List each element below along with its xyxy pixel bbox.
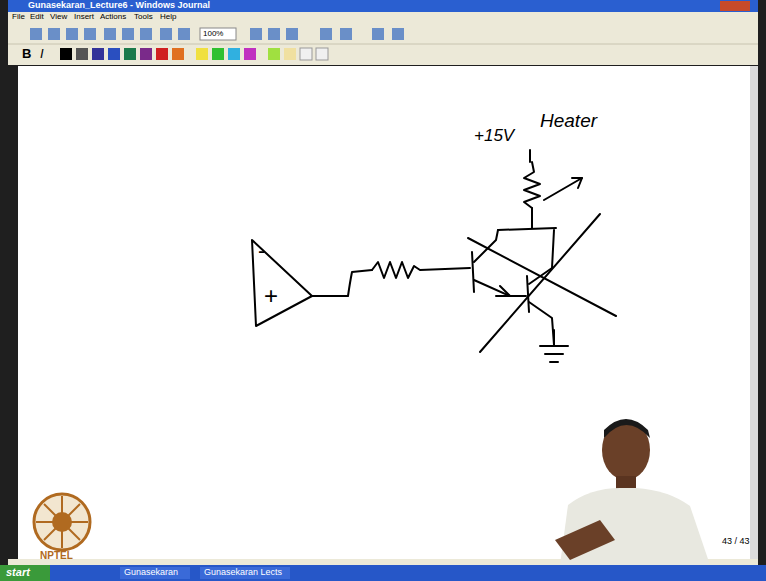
italic-button: I: [40, 46, 44, 62]
menu-item: View: [50, 12, 67, 22]
window-title: Gunasekaran_Lecture6 - Windows Journal: [28, 0, 210, 11]
opamp-outline: [248, 236, 314, 330]
opamp-pin-sign: +: [264, 284, 278, 308]
taskbar-item: Gunasekaran: [124, 567, 178, 578]
heater-label: Heater: [540, 110, 597, 133]
menu-item: Tools: [134, 12, 153, 22]
zoom-value: 100%: [203, 29, 223, 39]
start-button: start: [6, 566, 30, 579]
menu-item: Help: [160, 12, 176, 22]
menu-item: File: [12, 12, 25, 22]
page-counter: 43 / 43: [722, 536, 750, 547]
supply-voltage: +15V: [474, 126, 514, 146]
bold-button: B: [22, 46, 31, 62]
menu-item: Actions: [100, 12, 126, 22]
logo-text: NPTEL: [40, 550, 73, 562]
opamp-pin-sign: -: [258, 240, 265, 262]
taskbar-item: Gunasekaran Lects: [204, 567, 282, 578]
menu-item: Insert: [74, 12, 94, 22]
menu-item: Edit: [30, 12, 44, 22]
opamp-triangle: -+: [248, 236, 314, 330]
